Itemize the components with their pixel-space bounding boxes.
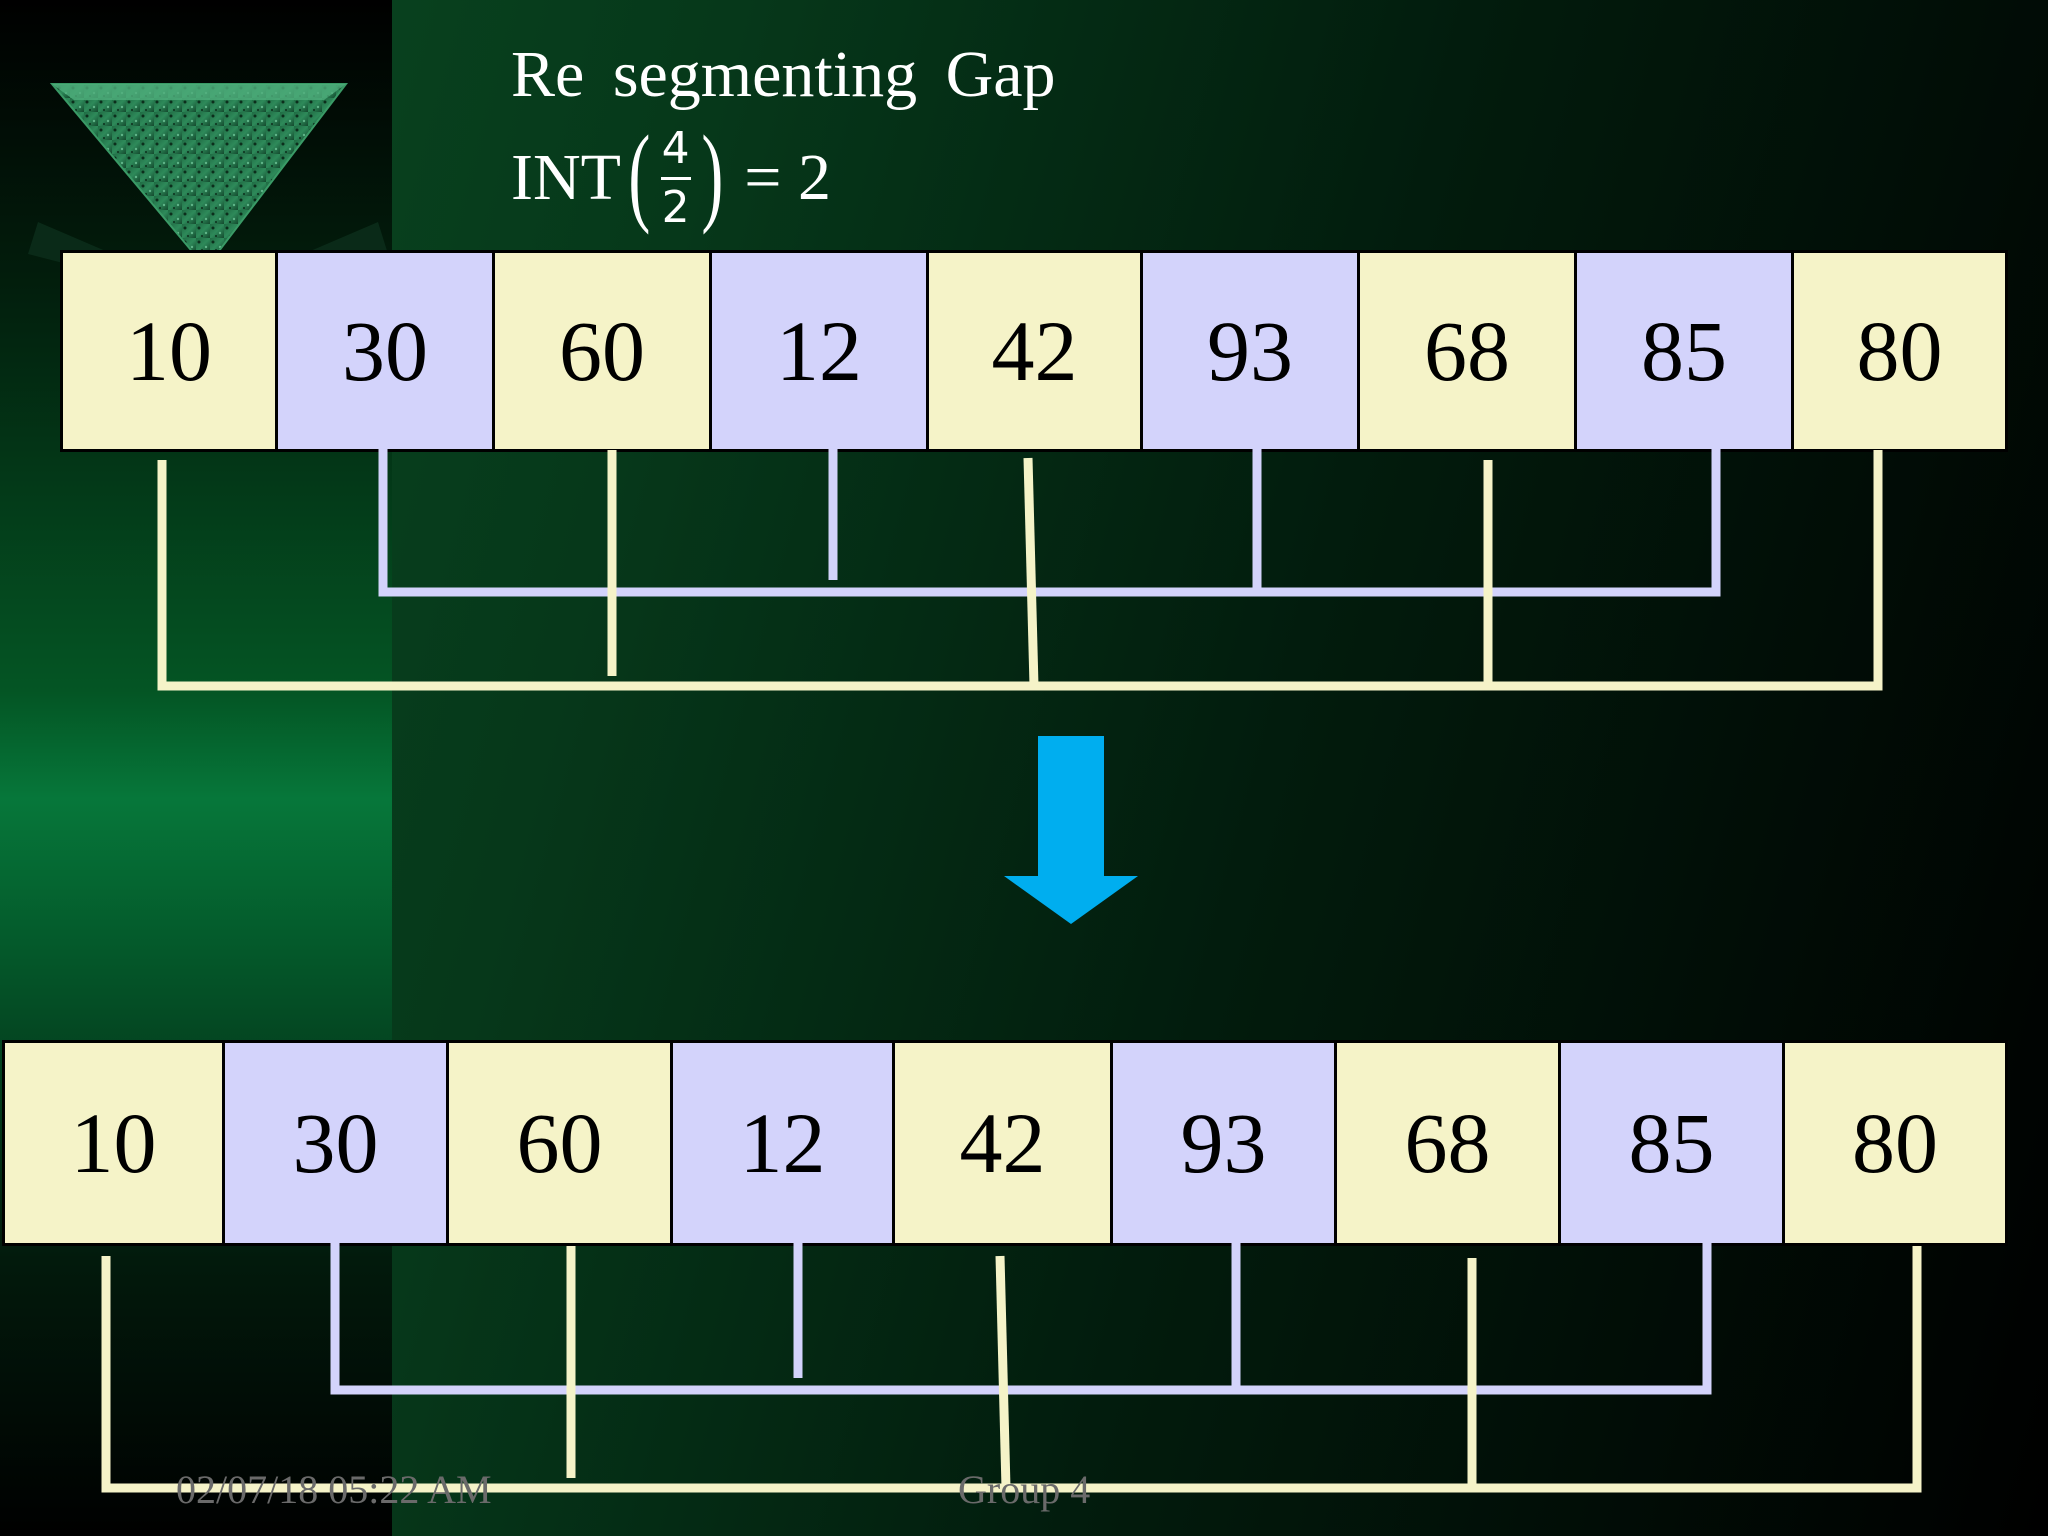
array-cell-3: 12 [673,1043,895,1243]
slide-title: Re segmenting Gap [511,38,1056,111]
top-connectors [157,446,1883,691]
bottom-connectors [101,1240,1922,1493]
array-cell-3: 12 [712,253,929,449]
array-cell-4: 42 [929,253,1143,449]
array-cell-6: 68 [1360,253,1577,449]
array-cell-1: 30 [278,253,495,449]
array-cell-1: 30 [225,1043,449,1243]
right-paren: ) [700,113,723,235]
yellow-connector-drop [1023,457,1039,687]
denominator: 2 [661,181,690,233]
int-label: INT [511,141,621,214]
footer-group: Group 4 [958,1467,1091,1512]
array-cell-8: 80 [1785,1043,2005,1243]
array-cell-7: 85 [1577,253,1794,449]
lilac-connector-bracket [378,446,1721,597]
array-cell-6: 68 [1337,1043,1561,1243]
lilac-connector-bracket [330,1240,1712,1395]
array-cell-2: 60 [495,253,712,449]
yellow-connector-bracket [157,450,1883,691]
yellow-connector-bracket [101,1246,1922,1493]
array-cell-7: 85 [1561,1043,1785,1243]
left-paren: ( [628,113,651,235]
array-cell-8: 80 [1794,253,2005,449]
fraction: 4 2 [658,122,694,233]
array-cell-5: 93 [1143,253,1360,449]
array-cell-0: 10 [63,253,278,449]
array-cell-2: 60 [449,1043,673,1243]
down-arrow-icon [1004,736,1138,924]
gap-formula: INT ( 4 2 ) = 2 [511,118,831,238]
array-cell-4: 42 [895,1043,1113,1243]
footer-date: 02/07/18 05:22 AM [176,1467,492,1512]
array-cell-0: 10 [5,1043,225,1243]
yellow-connector-drop [995,1255,1011,1489]
array-cell-5: 93 [1113,1043,1337,1243]
numerator: 4 [661,122,690,174]
formula-result: = 2 [744,141,831,214]
fraction-bar [660,176,691,180]
